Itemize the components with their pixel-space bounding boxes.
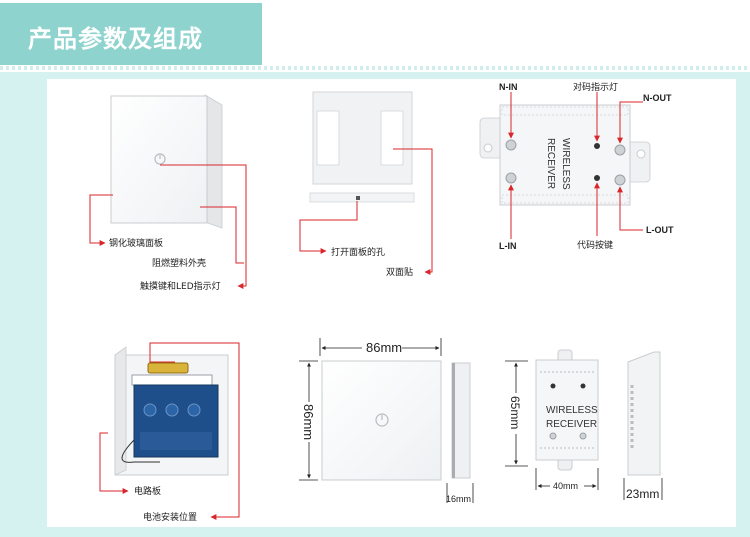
panel-inside-view [114, 346, 229, 476]
panel-callouts: 钢化玻璃面板 阻燃塑料外壳 触摸键和LED指示灯 [89, 164, 247, 292]
dim-panel-depth: 16mm [446, 494, 471, 504]
double-sided-tape-right [380, 110, 404, 166]
pairing-led-icon [594, 143, 600, 149]
panel-dimension-view: 86mm 86mm 16mm [299, 338, 474, 504]
receiver-callouts: N-IN L-IN N-OUT L-OUT 对码指示灯 代码按键 [499, 81, 674, 251]
back-plate-callouts: 打开面板的孔 双面贴 [299, 148, 433, 278]
label-circuit-board: 电路板 [134, 485, 161, 497]
dim-receiver-height: 65mm [508, 396, 522, 429]
screw-n-in [505, 139, 517, 151]
label-touch-key-led: 触摸键和LED指示灯 [140, 280, 221, 292]
label-battery-position: 电池安装位置 [143, 511, 197, 523]
label-n-in: N-IN [499, 82, 518, 92]
screw-l-out [614, 174, 626, 186]
panel-front-view [110, 94, 223, 229]
label-pairing-indicator: 对码指示灯 [573, 81, 618, 93]
dim-receiver-width: 40mm [553, 481, 578, 491]
label-l-in: L-IN [499, 241, 517, 251]
label-double-sided-tape: 双面贴 [386, 266, 413, 278]
receiver-dimension-view: WIRELESS RECEIVER 65mm 40mm 23mm [505, 349, 663, 501]
dim-panel-width: 86mm [366, 340, 402, 355]
dim-panel-height: 86mm [301, 404, 316, 440]
receiver-label-wireless: WIRELESS [560, 138, 571, 190]
battery-icon [147, 362, 189, 374]
pairing-key-icon [594, 175, 600, 181]
banner-divider [0, 66, 750, 70]
label-flame-retardant-shell: 阻燃塑料外壳 [152, 257, 206, 269]
back-plate-side [309, 192, 415, 203]
touch-power-icon [154, 153, 166, 165]
label-pairing-key: 代码按键 [577, 239, 613, 251]
label-n-out: N-OUT [643, 93, 672, 103]
receiver-front-label-receiver: RECEIVER [546, 419, 597, 430]
receiver-top-view: WIRELESS RECEIVER [479, 104, 651, 206]
inside-callouts: 电路板 电池安装位置 [99, 342, 240, 523]
receiver-front-label-wireless: WIRELESS [546, 405, 598, 416]
dim-receiver-depth: 23mm [626, 487, 659, 501]
double-sided-tape-left [316, 110, 340, 166]
screw-l-in [505, 172, 517, 184]
back-plate-view [309, 91, 415, 203]
screw-n-out [614, 144, 626, 156]
receiver-side-profile [627, 351, 661, 476]
section-title: 产品参数及组成 [28, 24, 203, 53]
label-l-out: L-OUT [646, 225, 674, 235]
label-tempered-glass: 钢化玻璃面板 [109, 237, 163, 249]
touch-power-icon-2 [375, 413, 389, 427]
label-panel-opening-hole: 打开面板的孔 [331, 246, 385, 258]
section-banner: 产品参数及组成 [0, 3, 262, 65]
receiver-label-receiver: RECEIVER [545, 138, 556, 189]
